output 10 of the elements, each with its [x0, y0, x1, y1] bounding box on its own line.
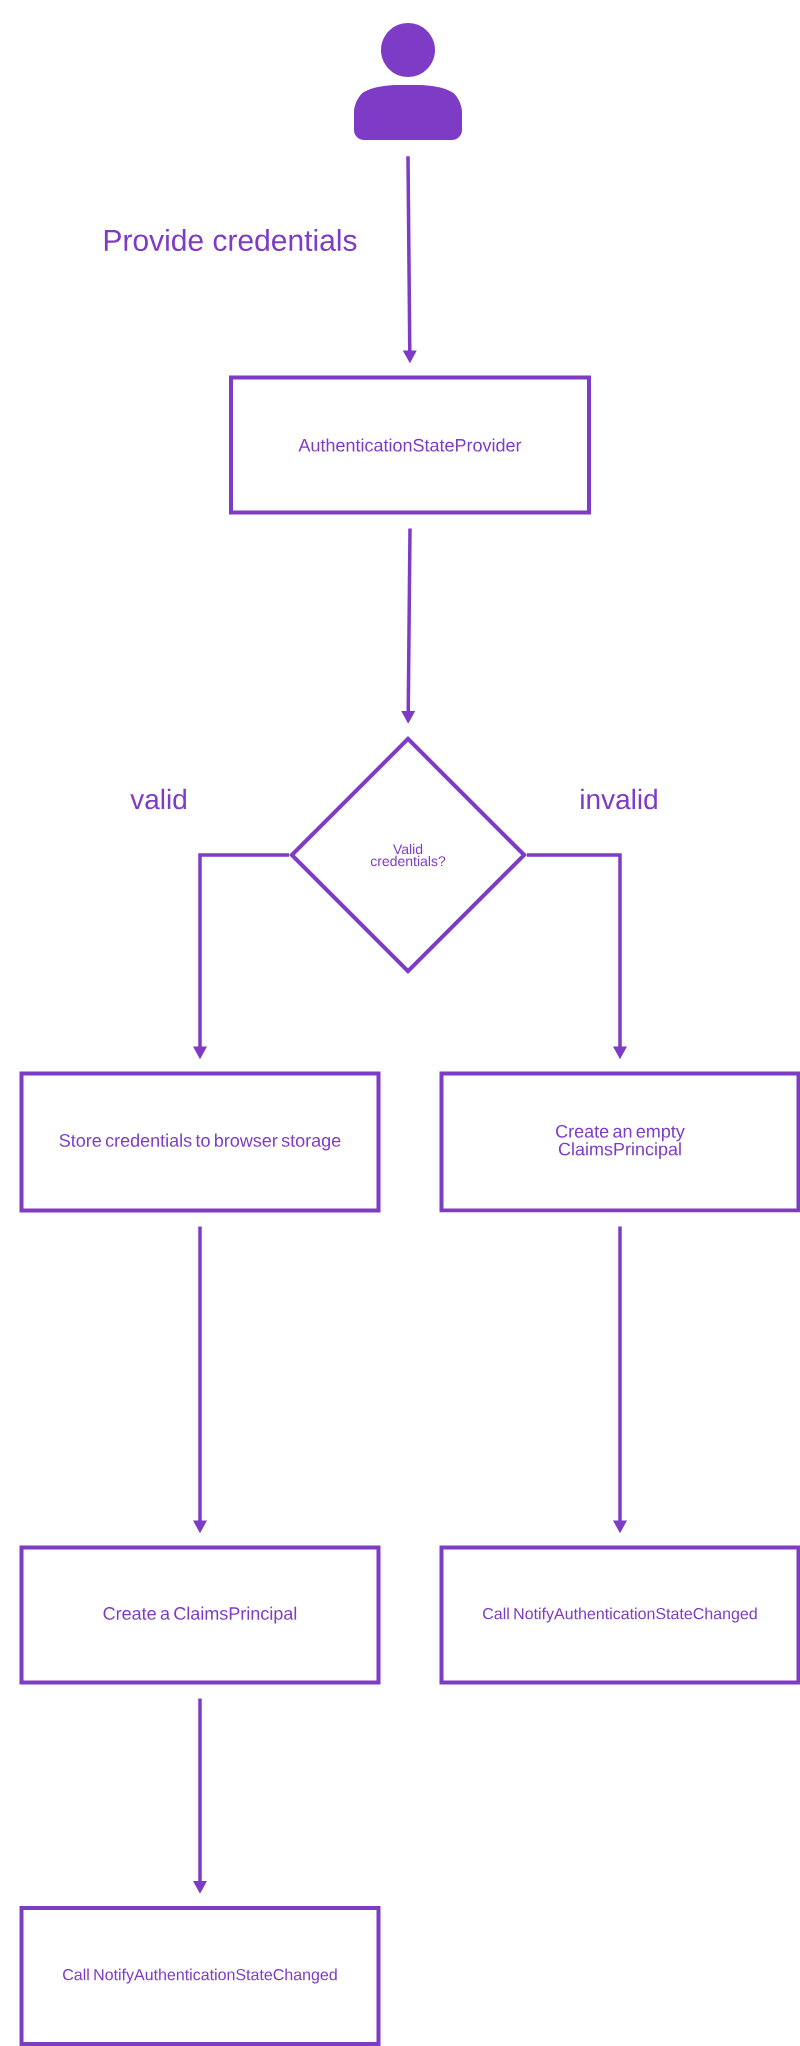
process-box: Call NotifyAuthenticationStateChanged: [19, 1906, 381, 2046]
edge-label: invalid: [581, 788, 657, 810]
process-box: AuthenticationStateProvider: [229, 375, 591, 515]
process-box: Create an empty ClaimsPrincipal: [439, 1071, 800, 1213]
person-icon: [354, 23, 462, 140]
process-box: Create a ClaimsPrincipal: [19, 1545, 381, 1685]
process-box: Store credentials to browser storage: [19, 1071, 381, 1213]
process-box: Call NotifyAuthenticationStateChanged: [439, 1545, 800, 1685]
edge-label: Provide credentials: [104, 229, 357, 252]
edge-label: valid: [130, 788, 186, 810]
